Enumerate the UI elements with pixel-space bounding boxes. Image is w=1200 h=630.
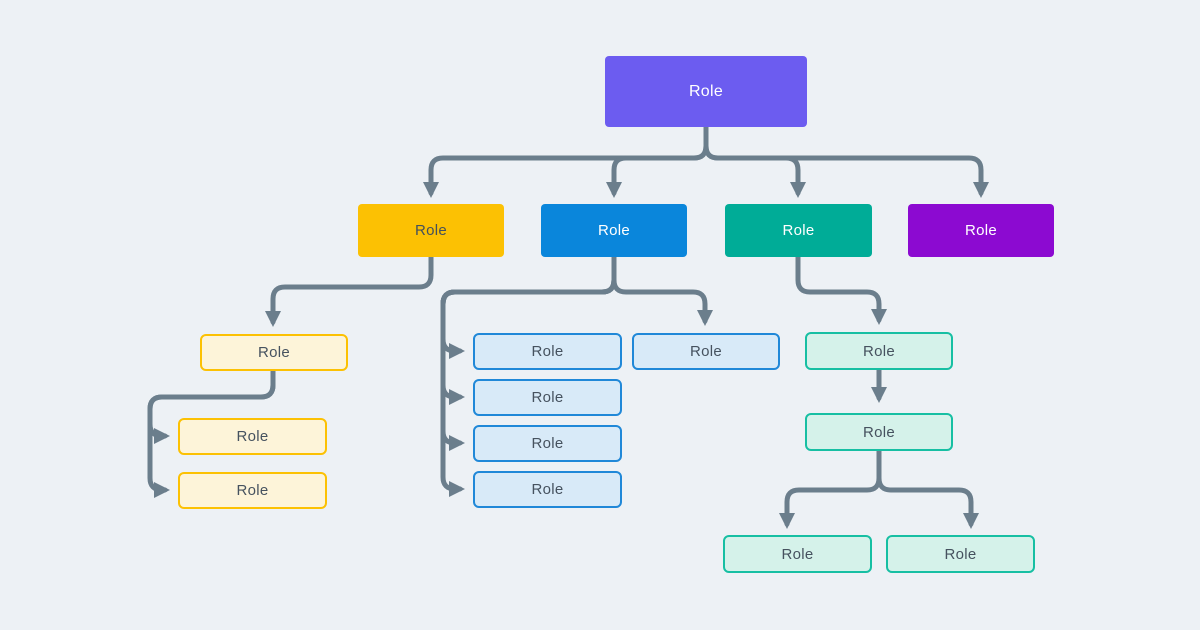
node-role-root: Role bbox=[605, 56, 807, 127]
node-role-level2-blue: Role bbox=[541, 204, 687, 257]
node-role-teal-greatgrandchild-2: Role bbox=[886, 535, 1035, 573]
node-role-teal-grandchild: Role bbox=[805, 413, 953, 451]
node-role-teal-greatgrandchild-1: Role bbox=[723, 535, 872, 573]
edge-blue-child5 bbox=[611, 254, 714, 327]
edge-teal-ggc1 bbox=[778, 448, 882, 530]
edge-root-l2-4 bbox=[703, 124, 990, 199]
node-role-teal-child: Role bbox=[805, 332, 953, 370]
edge-teal-child bbox=[795, 254, 888, 326]
node-role-yellow-child: Role bbox=[200, 334, 348, 371]
edge-blue-child4 bbox=[440, 254, 617, 498]
node-role-blue-child-5: Role bbox=[632, 333, 780, 370]
node-role-yellow-grandchild-1: Role bbox=[178, 418, 327, 455]
node-role-level2-yellow: Role bbox=[358, 204, 504, 257]
node-role-level2-purple: Role bbox=[908, 204, 1054, 257]
edge-root-l2-2 bbox=[605, 124, 709, 199]
edge-yellow-gc2 bbox=[147, 368, 276, 499]
edge-teal-ggc2 bbox=[876, 448, 980, 530]
node-role-blue-child-4: Role bbox=[473, 471, 622, 508]
node-role-yellow-grandchild-2: Role bbox=[178, 472, 327, 509]
node-role-blue-child-1: Role bbox=[473, 333, 622, 370]
edge-yellow-child bbox=[264, 254, 434, 328]
node-role-blue-child-3: Role bbox=[473, 425, 622, 462]
edge-blue-child2 bbox=[440, 254, 617, 406]
node-role-level2-teal: Role bbox=[725, 204, 872, 257]
node-role-blue-child-2: Role bbox=[473, 379, 622, 416]
